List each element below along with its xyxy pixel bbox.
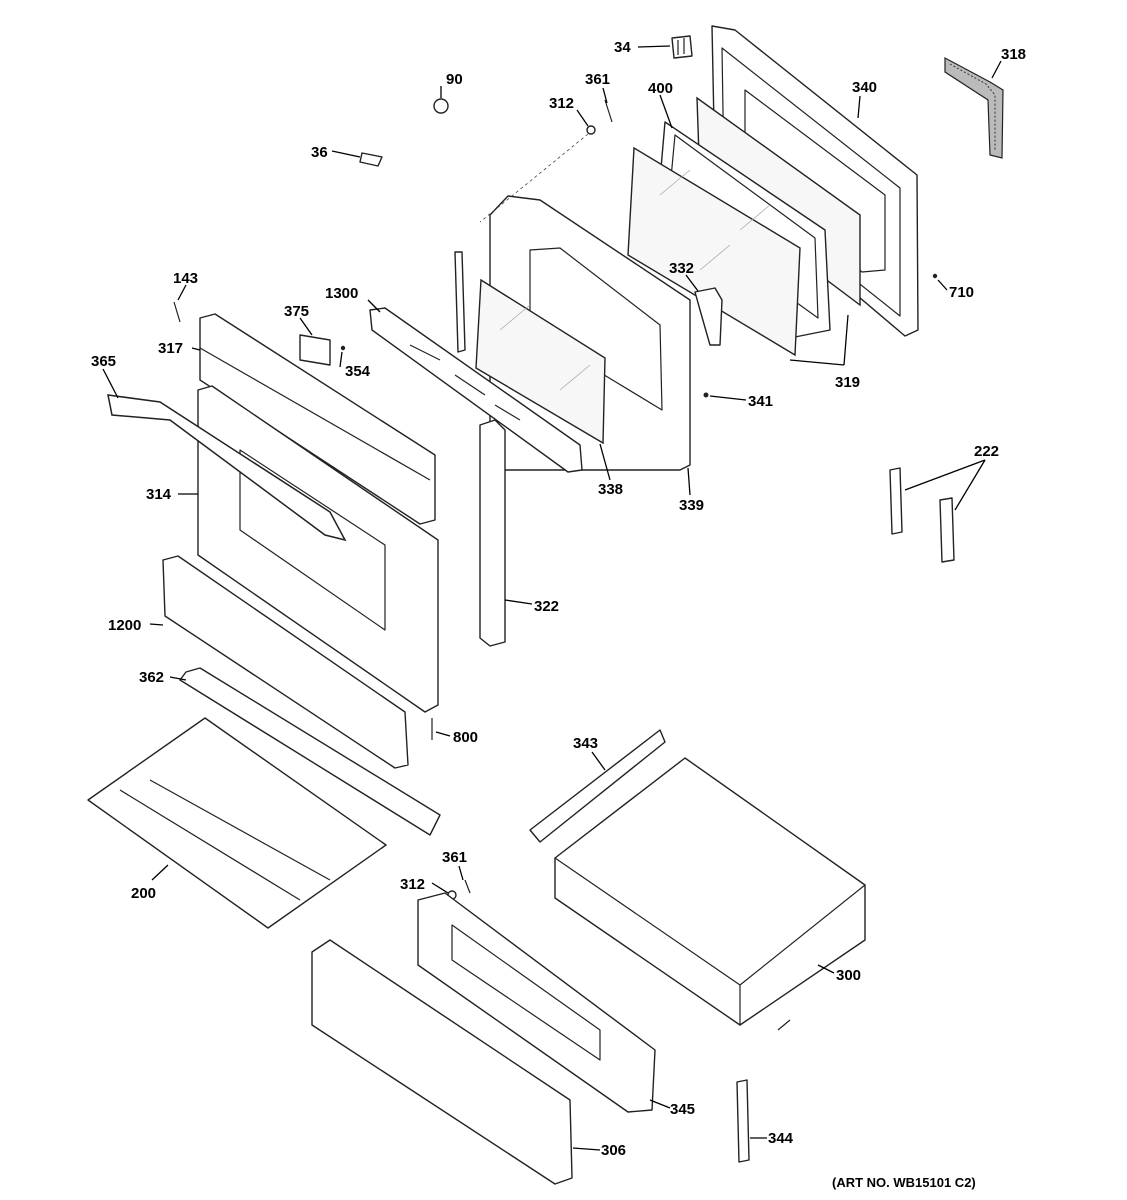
callout-362: 362 (139, 669, 164, 686)
callout-375: 375 (284, 303, 309, 320)
part-fasteners (173, 98, 938, 1031)
callout-344: 344 (768, 1130, 794, 1147)
part-365-handle (107, 394, 347, 542)
part-317-top-trim (199, 313, 436, 525)
callout-361b: 361 (442, 849, 467, 866)
part-344-slide (736, 1079, 750, 1163)
part-306-drawer-front (311, 939, 573, 1185)
callout-200: 200 (131, 885, 156, 902)
callout-222: 222 (974, 443, 999, 460)
callout-314: 314 (146, 486, 172, 503)
callout-90: 90 (446, 71, 463, 88)
callout-800: 800 (453, 729, 478, 746)
callout-318: 318 (1001, 46, 1026, 63)
callout-338: 338 (598, 481, 623, 498)
callout-317: 317 (158, 340, 183, 357)
callout-340: 340 (852, 79, 877, 96)
part-338-rail (454, 251, 466, 353)
callout-1200: 1200 (108, 617, 141, 634)
callout-300: 300 (836, 967, 861, 984)
callout-322: 322 (534, 598, 559, 615)
callout-339: 339 (679, 497, 704, 514)
part-318-gasket (944, 57, 1004, 159)
callout-345: 345 (670, 1101, 695, 1118)
part-34-clip (671, 35, 693, 59)
part-200-oven-rack (87, 717, 387, 929)
part-345-drawer-frame (417, 892, 656, 1113)
part-300-drawer (554, 757, 866, 1026)
part-332-bracket (694, 287, 723, 346)
callout-312: 312 (549, 95, 574, 112)
callout-354: 354 (345, 363, 371, 380)
callout-343: 343 (573, 735, 598, 752)
part-319-glass (627, 146, 801, 357)
callout-143: 143 (173, 270, 198, 287)
art-number: (ART NO. WB15101 C2) (832, 1175, 976, 1190)
part-1200-kick-panel (162, 555, 409, 769)
part-338-glass (475, 278, 606, 445)
leader-lines (102, 45, 1002, 1151)
callout-361: 361 (585, 71, 610, 88)
callout-312b: 312 (400, 876, 425, 893)
callout-400: 400 (648, 80, 673, 97)
part-222-hinges (889, 467, 955, 563)
callout-36: 36 (311, 144, 328, 161)
callout-365: 365 (91, 353, 116, 370)
callout-306: 306 (601, 1142, 626, 1159)
callout-1300: 1300 (325, 285, 358, 302)
part-343-rail (529, 729, 666, 843)
callout-labels: 34 90 361 312 400 340 318 36 332 710 143… (91, 39, 1026, 1190)
callout-319: 319 (835, 374, 860, 391)
callout-332: 332 (669, 260, 694, 277)
callout-341: 341 (748, 393, 773, 410)
callout-710: 710 (949, 284, 974, 301)
callout-34: 34 (614, 39, 631, 56)
part-1300-vent-duct (369, 307, 583, 473)
part-322-post (479, 419, 506, 647)
